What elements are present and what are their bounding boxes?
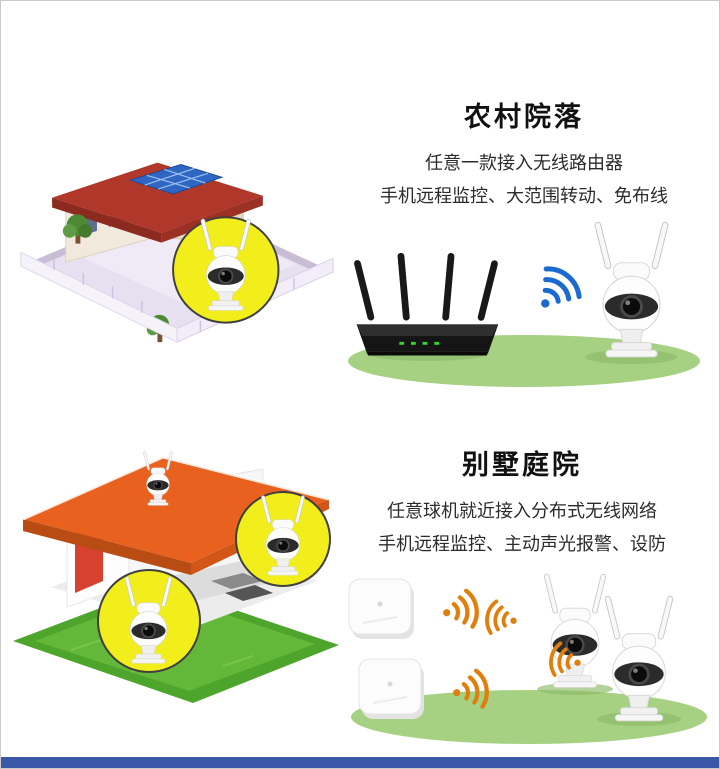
access-point-icon bbox=[348, 578, 415, 641]
rural-section-title: 农村院落 bbox=[464, 102, 584, 132]
villa-illustration bbox=[11, 435, 341, 707]
access-point-icon bbox=[358, 658, 425, 721]
router-camera-scene bbox=[339, 219, 709, 389]
wifi-signal-icon bbox=[440, 590, 480, 632]
ap-camera-scene bbox=[333, 567, 711, 747]
ground-ellipse bbox=[351, 690, 707, 745]
villa-scene bbox=[13, 450, 339, 703]
villa-content: 别墅庭院 任意球机就近接入分布式无线网络 手机远程监控、主动声光报警、设防 bbox=[333, 443, 711, 747]
villa-section-title: 别墅庭院 bbox=[462, 450, 582, 480]
rural-house-scene bbox=[20, 162, 334, 343]
villa-section-line2: 手机远程监控、主动声光报警、设防 bbox=[378, 534, 666, 555]
rural-section-line1: 任意一款接入无线路由器 bbox=[425, 153, 623, 173]
solar-panel bbox=[128, 164, 224, 195]
rural-house-illustration bbox=[15, 81, 337, 373]
villa-section-line1: 任意球机就近接入分布式无线网络 bbox=[387, 501, 657, 521]
rural-section-line2: 手机远程监控、大范围转动、免布线 bbox=[380, 186, 668, 207]
ptz-camera-icon bbox=[593, 220, 670, 359]
wifi-signal-icon bbox=[482, 598, 522, 640]
tree bbox=[62, 214, 93, 244]
wireless-router-icon bbox=[353, 252, 499, 356]
wifi-signal-icon bbox=[526, 263, 584, 321]
rural-content: 农村院落 任意一款接入无线路由器 手机远程监控、大范围转动、免布线 bbox=[339, 95, 709, 389]
footer-bar bbox=[1, 757, 719, 768]
